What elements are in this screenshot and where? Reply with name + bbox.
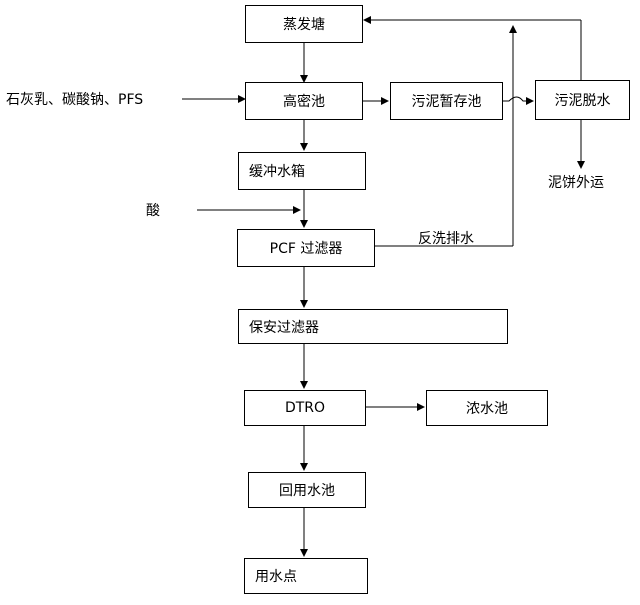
sludge-cake-transport-label: 泥饼外运 [548,175,604,191]
high-density-tank-label: 高密池 [283,94,325,110]
sludge-storage-tank-label: 污泥暂存池 [411,94,482,110]
high-density-tank-box: 高密池 [245,82,363,120]
buffer-tank-label: 缓冲水箱 [249,164,305,180]
concentrate-tank-box: 浓水池 [426,390,548,426]
security-filter-box: 保安过滤器 [238,309,508,344]
dtro-label: DTRO [284,400,326,416]
sludge-dewatering-label: 污泥脱水 [554,93,611,109]
reuse-water-tank-label: 回用水池 [279,483,335,499]
reuse-water-tank-box: 回用水池 [248,472,366,508]
sludge-dewatering-box: 污泥脱水 [535,80,630,120]
evaporation-pond-label: 蒸发塘 [283,17,325,33]
pcf-filter-box: PCF 过滤器 [237,229,375,267]
dtro-box: DTRO [244,390,366,426]
sludge-storage-tank-box: 污泥暂存池 [390,82,503,120]
water-use-point-box: 用水点 [244,558,368,594]
security-filter-label: 保安过滤器 [249,319,319,336]
pcf-filter-label: PCF 过滤器 [269,241,343,257]
evaporation-pond-box: 蒸发塘 [245,5,363,43]
water-use-point-label: 用水点 [255,569,297,585]
chemicals-input-label: 石灰乳、碳酸钠、PFS [6,92,144,108]
backwash-drain-label: 反洗排水 [418,231,474,247]
buffer-tank-box: 缓冲水箱 [238,152,366,190]
acid-input-label: 酸 [146,203,160,219]
concentrate-tank-label: 浓水池 [466,401,508,417]
